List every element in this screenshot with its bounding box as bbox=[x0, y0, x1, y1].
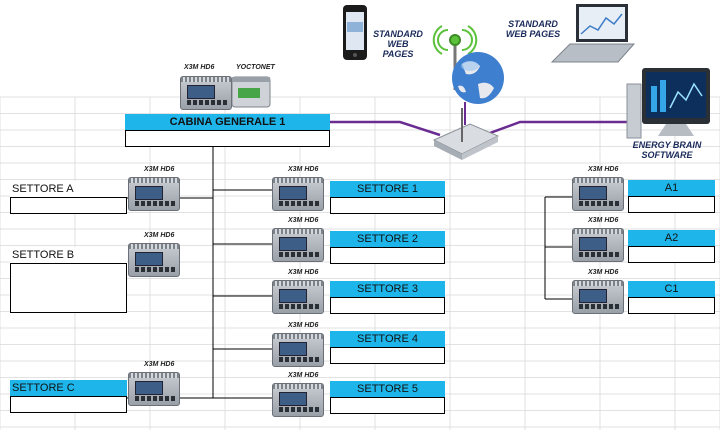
network-link-cabina-router bbox=[330, 120, 441, 137]
meter-label: X3M HD6 bbox=[588, 166, 619, 173]
sector-box-4-label: SETTORE 4 bbox=[357, 333, 418, 345]
meter-label: X3M HD6 bbox=[144, 232, 175, 239]
sector-box-c[interactable]: SETTORE C bbox=[10, 380, 127, 413]
sub-sector-box-c1-label: C1 bbox=[664, 283, 679, 295]
meter-label: X3M HD6 bbox=[288, 217, 319, 224]
web-pages-line-1: STANDARD bbox=[373, 29, 423, 39]
software-line-1: ENERGY BRAIN bbox=[632, 140, 702, 150]
sub-sector-box-a1-header: A1 bbox=[628, 180, 715, 197]
meter-device-icon bbox=[128, 243, 180, 277]
software-label: ENERGY BRAIN SOFTWARE bbox=[624, 140, 710, 161]
sector-box-b[interactable]: SETTORE B bbox=[10, 247, 127, 313]
meter-device-icon bbox=[572, 177, 624, 211]
meter-device-icon bbox=[272, 383, 324, 417]
web-pages-line-1: STANDARD bbox=[508, 19, 558, 29]
yoctonet-label: YOCTONET bbox=[236, 64, 275, 71]
meter-device-icon bbox=[272, 280, 324, 314]
meter-device-icon bbox=[272, 228, 324, 262]
globe-icon bbox=[452, 52, 504, 104]
web-pages-line-2: WEB PAGES bbox=[505, 28, 561, 39]
web-pages-label-laptop: STANDARD WEB PAGES bbox=[503, 19, 563, 40]
sector-box-b-header: SETTORE B bbox=[10, 247, 127, 264]
wifi-antenna-icon bbox=[432, 25, 478, 90]
sector-box-5[interactable]: SETTORE 5 bbox=[330, 381, 445, 414]
network-link-router-pc bbox=[489, 120, 640, 135]
sector-box-5-label: SETTORE 5 bbox=[357, 383, 418, 395]
router-icon bbox=[432, 108, 500, 160]
smartphone-icon bbox=[343, 5, 367, 60]
meter-device-icon bbox=[572, 280, 624, 314]
sector-box-1[interactable]: SETTORE 1 bbox=[330, 181, 445, 214]
meter-label: X3M HD6 bbox=[588, 269, 619, 276]
sector-box-c-header: SETTORE C bbox=[10, 380, 127, 397]
cabina-title: CABINA GENERALE 1 bbox=[169, 116, 286, 128]
sub-sector-box-a2-label: A2 bbox=[664, 232, 679, 244]
sector-box-4-header: SETTORE 4 bbox=[330, 331, 445, 348]
meter-label: X3M HD6 bbox=[288, 322, 319, 329]
meter-label: X3M HD6 bbox=[288, 372, 319, 379]
meter-device-icon bbox=[128, 372, 180, 406]
cabina-header: CABINA GENERALE 1 bbox=[125, 114, 330, 131]
sector-box-2-label: SETTORE 2 bbox=[357, 233, 418, 245]
web-pages-line-2: WEB PAGES bbox=[382, 38, 414, 59]
sector-box-1-header: SETTORE 1 bbox=[330, 181, 445, 198]
sector-box-2-header: SETTORE 2 bbox=[330, 231, 445, 248]
sector-box-4[interactable]: SETTORE 4 bbox=[330, 331, 445, 364]
sector-box-c-label: SETTORE C bbox=[12, 382, 75, 394]
sector-box-b-label: SETTORE B bbox=[12, 249, 75, 261]
sector-box-5-header: SETTORE 5 bbox=[330, 381, 445, 398]
sector-box-a-header: SETTORE A bbox=[10, 181, 127, 198]
sector-box-1-label: SETTORE 1 bbox=[357, 183, 418, 195]
meter-device-icon bbox=[272, 333, 324, 367]
meter-device-icon bbox=[572, 228, 624, 262]
meter-label: X3M HD6 bbox=[288, 269, 319, 276]
meter-label: X3M HD6 bbox=[588, 217, 619, 224]
sector-box-a[interactable]: SETTORE A bbox=[10, 181, 127, 214]
web-pages-label-phone: STANDARD WEB PAGES bbox=[372, 29, 424, 60]
desktop-computer-icon bbox=[626, 68, 710, 139]
meter-label: X3M HD6 bbox=[144, 361, 175, 368]
sub-sector-box-a2-header: A2 bbox=[628, 230, 715, 247]
sector-box-2[interactable]: SETTORE 2 bbox=[330, 231, 445, 264]
sub-sector-box-a1[interactable]: A1 bbox=[628, 180, 715, 213]
meter-device-icon bbox=[272, 177, 324, 211]
sub-sector-box-a1-label: A1 bbox=[664, 182, 679, 194]
yoctonet-device-icon bbox=[231, 76, 271, 108]
meter-label: X3M HD6 bbox=[144, 166, 175, 173]
software-line-2: SOFTWARE bbox=[641, 149, 693, 160]
cabina-generale-box[interactable]: CABINA GENERALE 1 bbox=[125, 114, 330, 147]
meter-label-cabina: X3M HD6 bbox=[184, 64, 215, 71]
sector-box-3[interactable]: SETTORE 3 bbox=[330, 281, 445, 314]
sector-box-3-label: SETTORE 3 bbox=[357, 283, 418, 295]
sub-sector-box-c1[interactable]: C1 bbox=[628, 281, 715, 314]
sub-sector-box-a2[interactable]: A2 bbox=[628, 230, 715, 263]
laptop-icon bbox=[550, 4, 636, 63]
meter-label: X3M HD6 bbox=[288, 166, 319, 173]
meter-device-icon bbox=[128, 177, 180, 211]
sector-box-3-header: SETTORE 3 bbox=[330, 281, 445, 298]
sector-box-a-label: SETTORE A bbox=[12, 183, 74, 195]
sub-sector-box-c1-header: C1 bbox=[628, 281, 715, 298]
meter-device-icon bbox=[180, 76, 232, 110]
